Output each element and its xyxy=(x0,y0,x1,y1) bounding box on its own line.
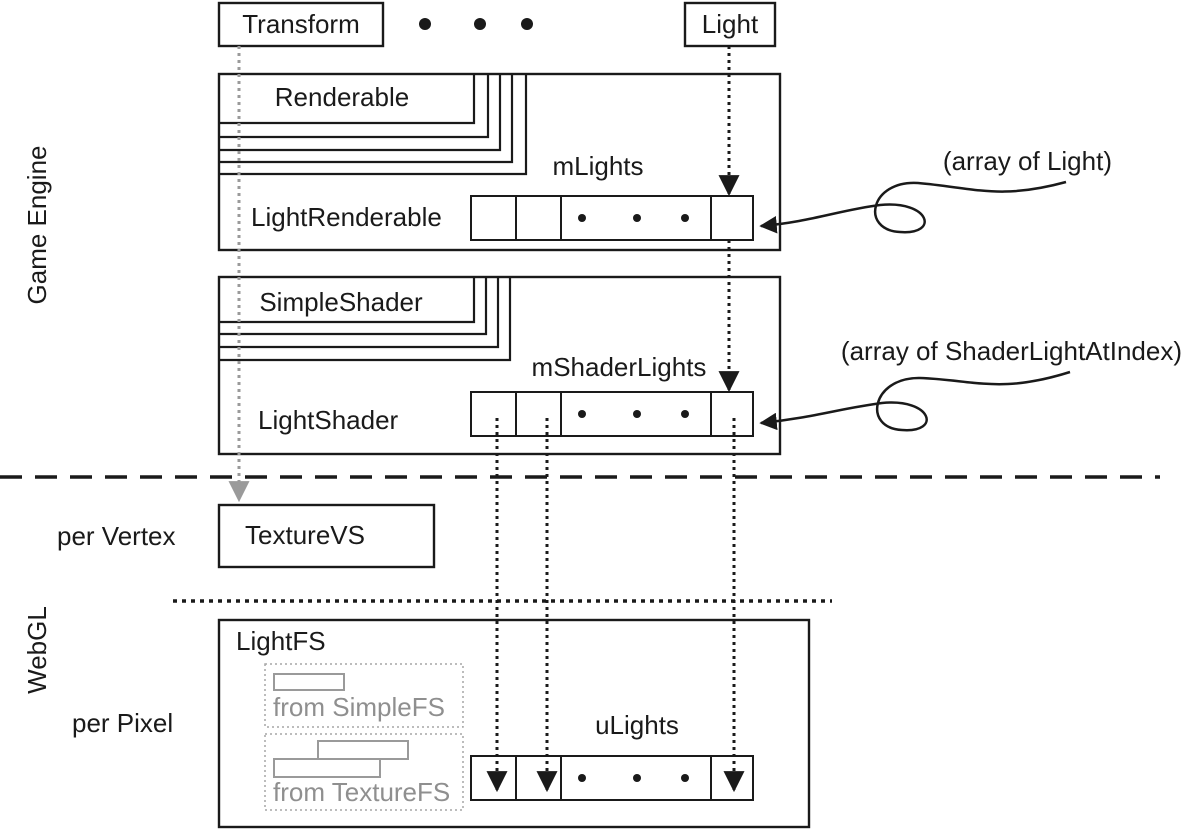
m-shader-lights-label: mShaderLights xyxy=(532,352,707,382)
array-of-shader-light-annotation: (array of ShaderLightAtIndex) xyxy=(841,336,1182,366)
light-shader-label: LightShader xyxy=(258,405,399,435)
per-vertex-label: per Vertex xyxy=(57,521,176,551)
texture-vs-box xyxy=(217,503,436,569)
from-simple-fs-label: from SimpleFS xyxy=(273,692,445,722)
webgl-layer-label: WebGL xyxy=(22,606,52,694)
m-lights-label: mLights xyxy=(552,151,643,181)
array-of-light-pointer xyxy=(759,180,1067,234)
from-texture-fs-group xyxy=(264,733,464,811)
transform-label: Transform xyxy=(242,9,360,39)
texture-fs-rect-lower xyxy=(273,758,381,778)
light-renderable-label: LightRenderable xyxy=(251,202,442,232)
array-of-shader-light-pointer xyxy=(759,370,1071,432)
from-simple-fs-group xyxy=(264,663,464,728)
texture-fs-rect-upper xyxy=(317,740,409,760)
m-lights-array xyxy=(470,195,754,241)
u-lights-array xyxy=(470,755,754,801)
renderable-inheritance-stack xyxy=(219,74,528,176)
per-pixel-label: per Pixel xyxy=(72,708,173,738)
shader-inheritance-stack xyxy=(219,277,512,362)
texture-vs-label: TextureVS xyxy=(245,520,365,550)
game-engine-layer-label: Game Engine xyxy=(22,146,52,305)
top-ellipsis xyxy=(419,18,533,30)
from-texture-fs-label: from TextureFS xyxy=(273,777,450,807)
u-lights-label: uLights xyxy=(595,710,679,740)
light-label: Light xyxy=(702,9,759,39)
transform-box xyxy=(217,1,385,48)
array-of-light-annotation: (array of Light) xyxy=(943,146,1112,176)
simple-fs-rect xyxy=(273,673,345,691)
simple-shader-label: SimpleShader xyxy=(259,287,423,317)
renderable-label: Renderable xyxy=(275,82,409,112)
m-shader-lights-array xyxy=(470,391,754,437)
light-fs-label: LightFS xyxy=(236,626,326,656)
